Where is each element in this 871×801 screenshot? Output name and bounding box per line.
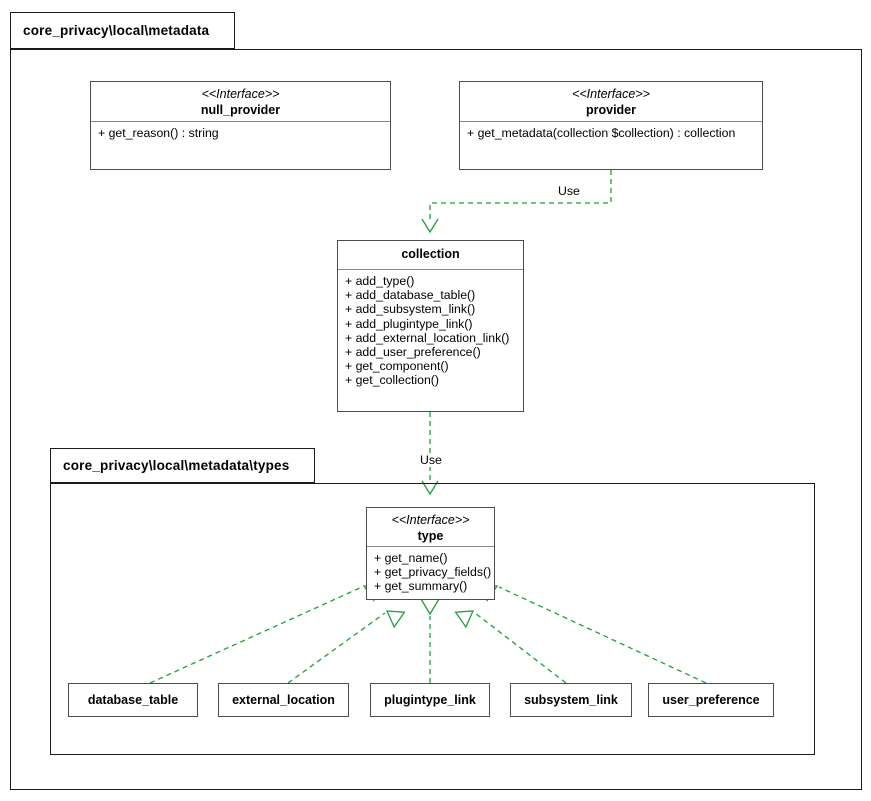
class-member: + add_database_table() — [345, 288, 476, 303]
class-box-external_location[interactable]: external_location — [218, 683, 349, 717]
class-box-database_table[interactable]: database_table — [68, 683, 198, 717]
class-name-subsystem_link: subsystem_link — [524, 693, 618, 707]
class-member: + get_name() — [374, 551, 448, 565]
class-member: + get_privacy_fields() — [374, 565, 492, 580]
package-title-types: core_privacy\local\metadata\types — [63, 458, 290, 473]
class-members-null_provider: + get_reason() : string — [91, 122, 390, 144]
class-stereotype-provider: <<Interface>> — [572, 87, 650, 101]
class-compartment-divider-provider — [460, 121, 762, 122]
class-member: + get_summary() — [374, 579, 468, 594]
class-compartment-divider-type — [367, 546, 494, 547]
class-compartment-divider-null_provider — [91, 121, 390, 122]
class-box-type[interactable]: <<Interface>> type + get_name()+ get_priva… — [366, 507, 495, 600]
class-name-external_location: external_location — [232, 693, 335, 707]
relation-label-collection-uses-type: Use — [418, 453, 444, 467]
class-compartment-divider-collection — [338, 269, 523, 270]
class-box-plugintype_link[interactable]: plugintype_link — [370, 683, 490, 717]
class-member: + add_type() — [345, 274, 415, 288]
class-name-collection: collection — [401, 247, 460, 261]
class-members-provider: + get_metadata(collection $collection) :… — [460, 122, 762, 144]
class-name-database_table: database_table — [87, 693, 179, 707]
class-stereotype-type: <<Interface>> — [391, 513, 470, 527]
class-member: + add_external_location_link() — [345, 330, 510, 345]
class-member: + get_component() — [345, 359, 449, 374]
package-label-core-privacy-local-metadata-types: core_privacy\local\metadata\types — [50, 448, 315, 483]
class-name-type: type — [417, 529, 444, 543]
class-name-plugintype_link: plugintype_link — [384, 693, 476, 707]
class-members-collection: + add_type()+ add_database_table()+ add_… — [338, 270, 523, 392]
class-member: + get_reason() : string — [98, 126, 219, 140]
class-member: + add_subsystem_link() — [345, 302, 476, 317]
class-header-null_provider: <<Interface>> null_provider — [91, 82, 390, 121]
class-box-subsystem_link[interactable]: subsystem_link — [510, 683, 632, 717]
class-member: + add_plugintype_link() — [345, 316, 473, 331]
relation-label-provider-uses-collection: Use — [556, 184, 582, 198]
class-stereotype-null_provider: <<Interface>> — [201, 87, 280, 101]
class-header-collection: collection — [338, 241, 523, 269]
class-member: + get_metadata(collection $collection) :… — [467, 126, 736, 140]
class-header-provider: <<Interface>> provider — [460, 82, 762, 121]
class-member: + add_user_preference() — [345, 345, 481, 360]
package-title-metadata: core_privacy\local\metadata — [23, 23, 210, 38]
class-box-user_preference[interactable]: user_preference — [648, 683, 774, 717]
class-name-user_preference: user_preference — [662, 693, 760, 707]
class-name-null_provider: null_provider — [200, 103, 281, 117]
package-frame-core-privacy-local-metadata — [10, 49, 862, 790]
class-members-type: + get_name()+ get_privacy_fields()+ get_… — [367, 547, 494, 598]
class-box-provider[interactable]: <<Interface>> provider + get_metadata(coll… — [459, 81, 763, 170]
class-box-null_provider[interactable]: <<Interface>> null_provider + get_reason()… — [90, 81, 391, 170]
class-box-collection[interactable]: collection + add_type()+ add_database_tab… — [337, 240, 524, 412]
class-name-provider: provider — [585, 103, 636, 117]
class-header-type: <<Interface>> type — [367, 508, 494, 546]
class-member: + get_collection() — [345, 373, 439, 388]
package-label-core-privacy-local-metadata: core_privacy\local\metadata — [10, 12, 235, 49]
